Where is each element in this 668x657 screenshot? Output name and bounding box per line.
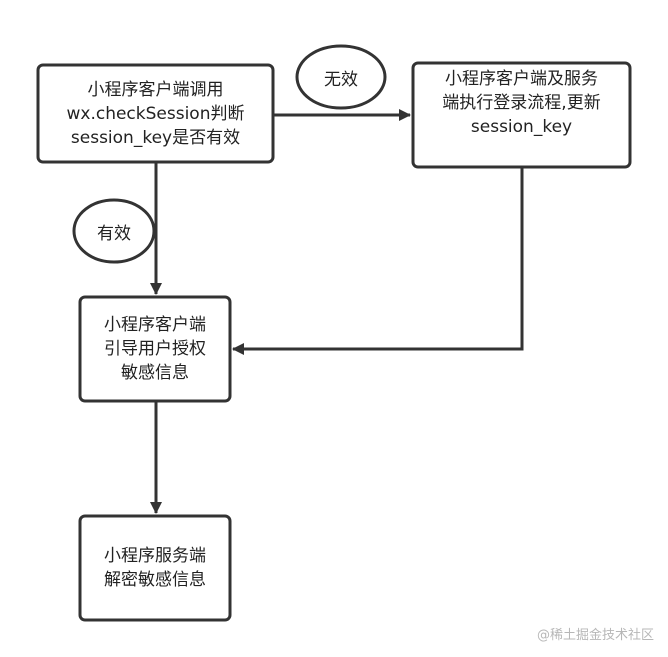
node-login-flow-box [411,61,632,169]
label-bubble-invalid [295,44,387,110]
watermark: @稀土掘金技术社区 [536,628,654,643]
node-decrypt-box [78,514,232,622]
node-check-session-box [36,63,275,164]
edge-login-to-guide [232,167,524,355]
node-guide-auth-box [78,295,232,403]
label-bubble-valid [72,198,156,264]
